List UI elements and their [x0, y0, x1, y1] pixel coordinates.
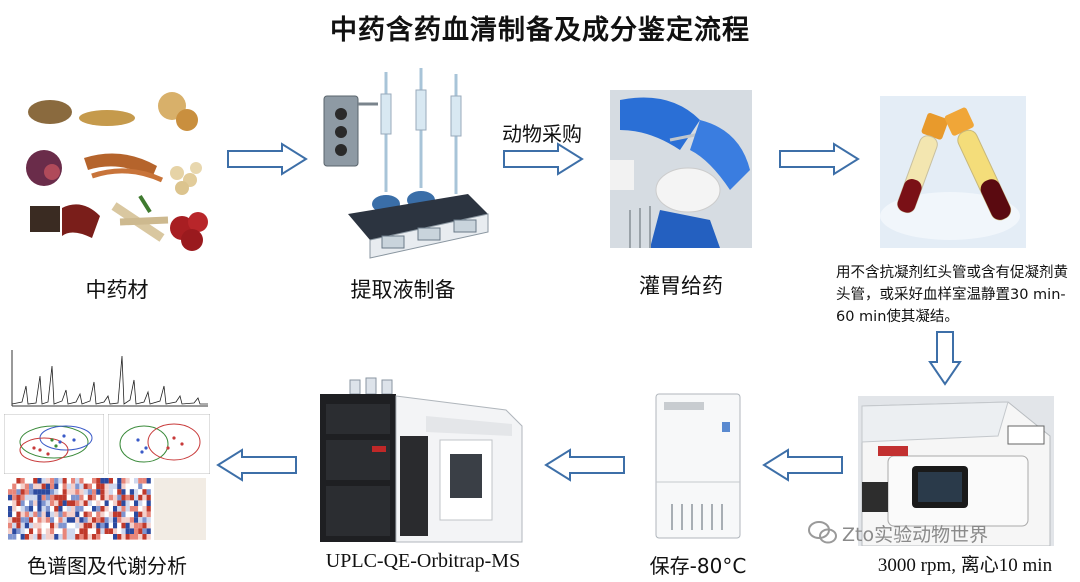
outline-block-arrow-icon	[216, 448, 297, 482]
step-storage-label: 保存-80°C	[649, 554, 747, 578]
heatmap-figure	[4, 476, 210, 542]
step-gavage-label: 灌胃给药	[639, 274, 723, 298]
wechat-icon	[808, 520, 838, 550]
flow-arrow-2	[502, 142, 584, 176]
flow-arrow-4	[762, 448, 844, 482]
outline-block-arrow-icon	[762, 448, 843, 482]
arrow-label-animal-sampling: 动物采购	[502, 122, 582, 146]
step-lcms-label: UPLC-QE-Orbitrap-MS	[325, 550, 521, 572]
outline-block-arrow-icon	[779, 142, 860, 176]
diagram-title: 中药含药血清制备及成分鉴定流程	[330, 15, 750, 46]
chromatogram-figure	[4, 346, 210, 412]
flow-arrow-5	[544, 448, 626, 482]
pca-plot-left	[4, 414, 104, 474]
step-centrifuge-label: 3000 rpm, 离心10 min	[877, 555, 1053, 576]
flow-arrow-down	[928, 330, 962, 386]
lcms-instrument-photo	[316, 376, 526, 544]
outline-block-arrow-icon	[227, 142, 308, 176]
blood-collection-note: 用不含抗凝剂红头管或含有促凝剂黄头管，或采好血样室温静置30 min-60 mi…	[836, 265, 1068, 325]
step-herbs-label: 中药材	[85, 278, 149, 302]
blood-tubes-image	[880, 96, 1026, 248]
extraction-apparatus-image	[318, 64, 490, 260]
freezer-photo	[652, 392, 744, 542]
flow-arrow-3	[778, 142, 860, 176]
centrifuge-photo	[858, 396, 1054, 546]
herbs-image	[22, 88, 212, 256]
pca-plot-right	[108, 414, 210, 474]
outline-block-arrow-icon	[503, 142, 584, 176]
flow-arrow-1	[226, 142, 308, 176]
step-extraction-label: 提取液制备	[350, 278, 456, 302]
step-analysis-label: 色谱图及代谢分析	[27, 554, 187, 578]
flow-arrow-6	[216, 448, 298, 482]
watermark-text: Zto实验动物世界	[842, 524, 989, 546]
gavage-photo	[610, 90, 752, 248]
outline-block-arrow-icon	[544, 448, 625, 482]
outline-block-arrow-icon	[928, 331, 962, 386]
